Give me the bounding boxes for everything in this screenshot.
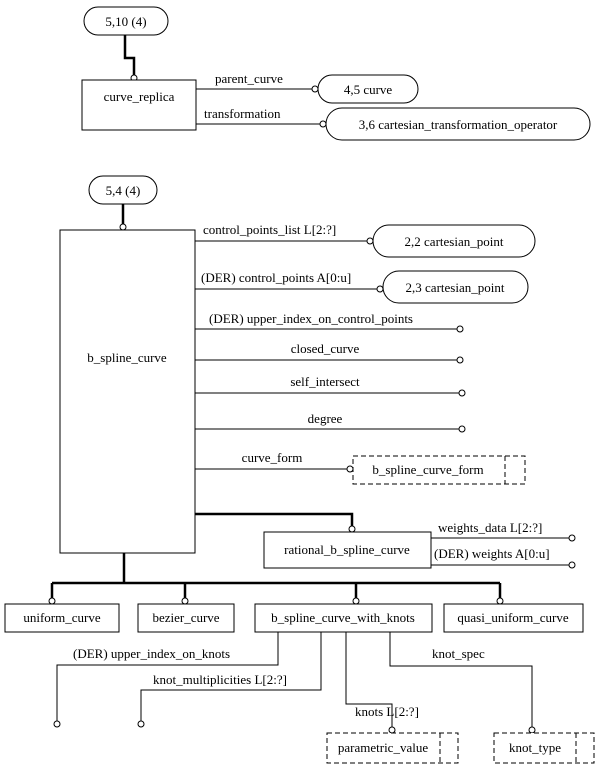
b-spline-curve-with-knots-entity: b_spline_curve_with_knots (254, 603, 433, 633)
knot-spec-line (389, 632, 533, 727)
closed-curve-label: closed_curve (291, 341, 360, 356)
self-intersect-circle (458, 389, 466, 397)
b-spline-curve-ref-label: 5,4 (4) (106, 183, 141, 198)
quasi-uniform-subtype-circle (496, 597, 504, 605)
knots-line (345, 632, 393, 727)
weights-data-label: weights_data L[2:?] (438, 520, 542, 535)
rational-b-spline-curve-label: rational_b_spline_curve (284, 542, 410, 557)
transformation-ref-node: 3,6 cartesian_transformation_operator (325, 107, 591, 141)
weights-label: (DER) weights A[0:u] (434, 546, 550, 561)
knots-label: knots L[2:?] (355, 704, 419, 719)
curve-ref-node: 4,5 curve (317, 74, 419, 104)
curve-replica-ref-node: 5,10 (4) (83, 6, 169, 36)
transformation-ref-label: 3,6 cartesian_transformation_operator (359, 117, 558, 132)
transformation-label: transformation (204, 106, 281, 121)
b-spline-curve-form-type: b_spline_curve_form (352, 455, 526, 485)
b-spline-curve-with-knots-label: b_spline_curve_with_knots (271, 610, 415, 625)
degree-label: degree (308, 411, 343, 426)
transformation-circle (319, 120, 327, 128)
bezier-curve-label: bezier_curve (152, 610, 219, 625)
uniform-curve-subtype-circle (48, 597, 56, 605)
upper-index-on-control-points-label: (DER) upper_index_on_control_points (209, 311, 413, 326)
b-spline-curve-entity: b_spline_curve (59, 229, 196, 554)
cartesian-point-list-ref-label: 2,2 cartesian_point (405, 234, 504, 249)
parent-curve-circle (311, 85, 319, 93)
curve-replica-entity: curve_replica (81, 79, 197, 131)
control-points-list-label: control_points_list L[2:?] (203, 222, 336, 237)
control-points-circle (376, 285, 384, 293)
curve-replica-ref-label: 5,10 (4) (105, 14, 146, 29)
parent-curve-label: parent_curve (215, 71, 283, 86)
degree-circle (458, 425, 466, 433)
upper-index-on-knots-circle (53, 720, 61, 728)
knot-multiplicities-line (140, 632, 322, 721)
uniform-curve-label: uniform_curve (23, 610, 100, 625)
knot-type-type: knot_type (493, 732, 595, 764)
knots-circle (388, 726, 396, 734)
curve-replica-subtype-line (123, 35, 136, 76)
parametric-value-type: parametric_value (326, 732, 459, 764)
knot-spec-label: knot_spec (432, 646, 485, 661)
weights-data-circle (568, 534, 576, 542)
knot-multiplicities-circle (137, 720, 145, 728)
curve-form-label: curve_form (242, 450, 303, 465)
quasi-uniform-curve-entity: quasi_uniform_curve (443, 603, 584, 633)
upper-index-on-knots-line (56, 632, 279, 721)
curve-form-circle (346, 465, 354, 473)
knot-spec-circle (528, 726, 536, 734)
parametric-value-label: parametric_value (338, 740, 428, 755)
upper-index-on-knots-label: (DER) upper_index_on_knots (73, 646, 230, 661)
weights-circle (568, 561, 576, 569)
bezier-curve-entity: bezier_curve (137, 603, 235, 633)
knots-subtype-circle (352, 597, 360, 605)
curve-ref-label: 4,5 curve (344, 82, 393, 97)
uniform-curve-entity: uniform_curve (4, 603, 120, 633)
bezier-curve-subtype-circle (181, 597, 189, 605)
cartesian-point-array-ref-node: 2,3 cartesian_point (382, 270, 529, 304)
cartesian-point-array-ref-label: 2,3 cartesian_point (406, 280, 505, 295)
rational-subtype-circle (348, 525, 356, 533)
closed-curve-circle (456, 356, 464, 364)
knot-multiplicities-label: knot_multiplicities L[2:?] (153, 672, 287, 687)
quasi-uniform-curve-label: quasi_uniform_curve (457, 610, 568, 625)
self-intersect-label: self_intersect (290, 374, 360, 389)
b-spline-curve-label: b_spline_curve (87, 350, 167, 365)
cartesian-point-list-ref-node: 2,2 cartesian_point (372, 224, 536, 258)
control-points-label: (DER) control_points A[0:u] (201, 270, 351, 285)
curve-replica-label: curve_replica (104, 89, 175, 104)
upper-index-on-control-points-circle (456, 325, 464, 333)
rational-subtype-line (195, 512, 354, 527)
b-spline-curve-ref-node: 5,4 (4) (88, 175, 158, 205)
rational-b-spline-curve-entity: rational_b_spline_curve (263, 531, 432, 569)
b-spline-curve-form-label: b_spline_curve_form (372, 462, 483, 477)
knot-type-label: knot_type (509, 740, 561, 755)
control-points-list-circle (366, 237, 374, 245)
b-spline-curve-subtype-circle (119, 223, 127, 231)
